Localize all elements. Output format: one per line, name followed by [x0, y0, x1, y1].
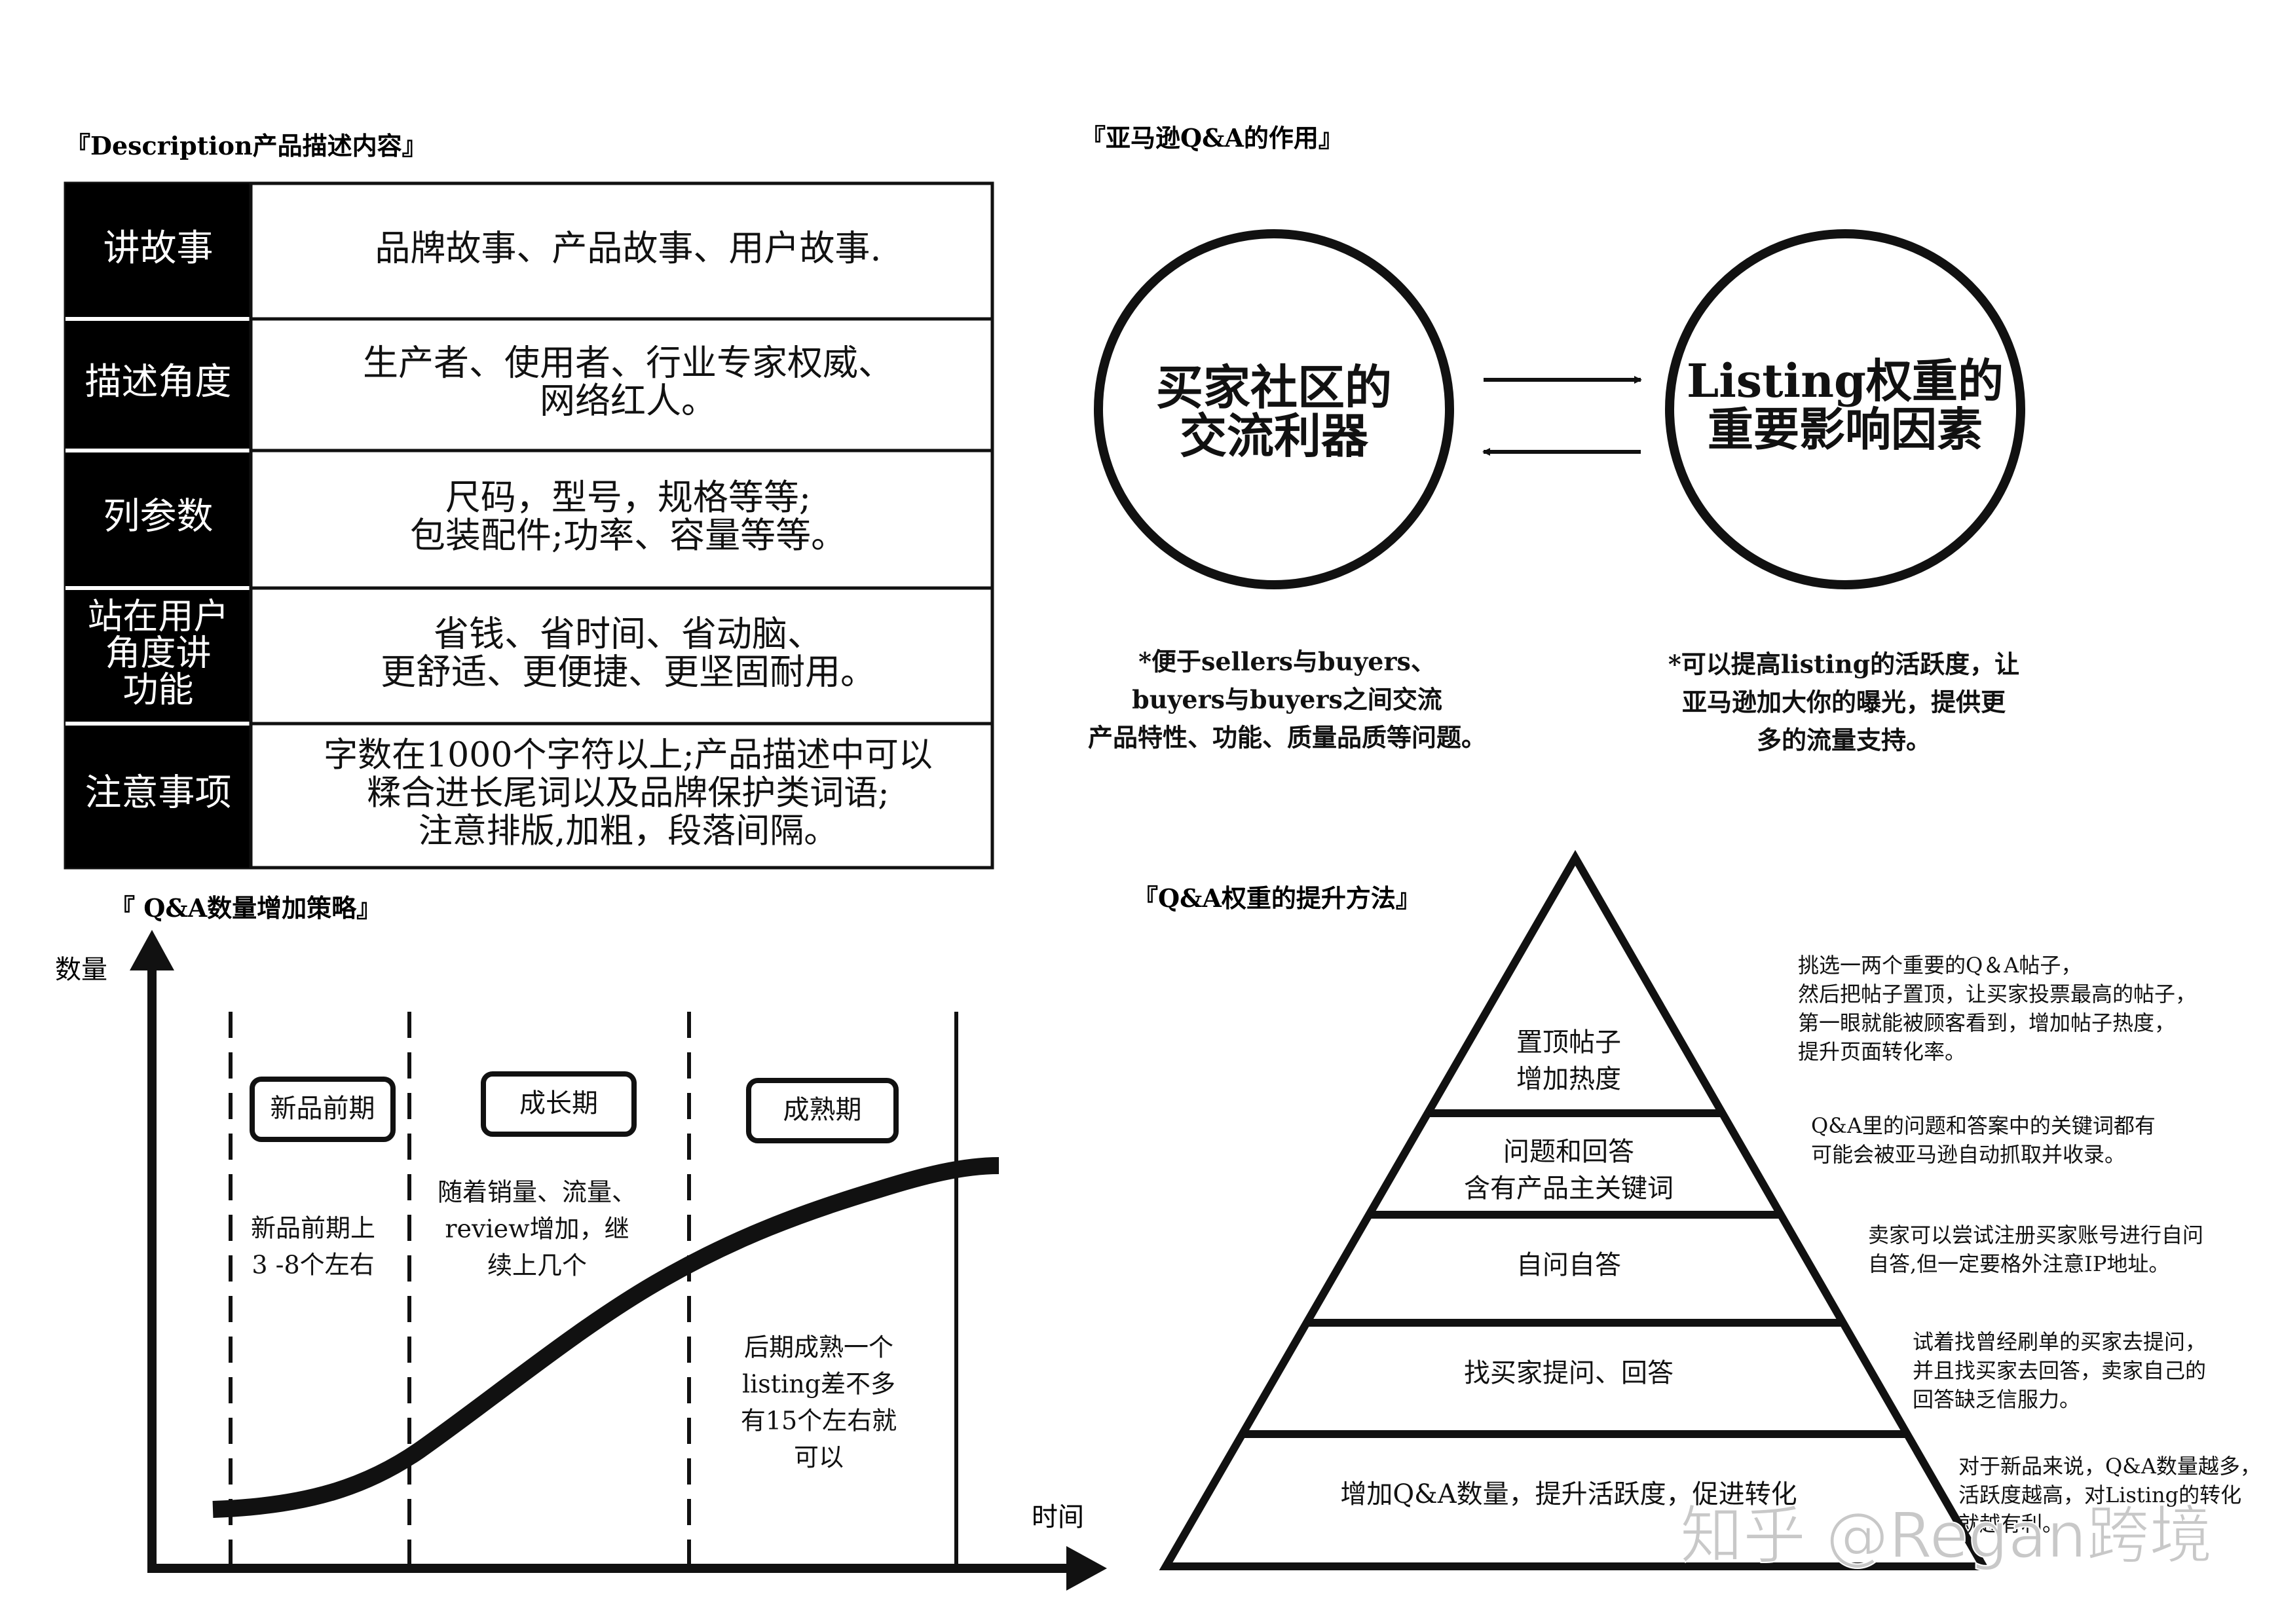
row-content: 品牌故事、产品故事、用户故事.: [375, 228, 881, 269]
pyramid-level-note: 第一眼就能被顾客看到，增加帖子热度，: [1798, 1010, 2175, 1035]
pyramid-level-note: Q&A里的问题和答案中的关键词都有: [1811, 1113, 2156, 1138]
left-note: buyers与buyers之间交流: [1132, 685, 1442, 714]
pyramid-level-label: 找买家提问、回答: [1464, 1358, 1674, 1388]
phase-description: 新品前期上: [251, 1214, 375, 1243]
row-label-cell: [65, 319, 251, 451]
phase-box: [250, 1077, 396, 1142]
phase-description: 续上几个: [487, 1251, 587, 1280]
phase-dividers: [229, 1012, 958, 1568]
row-label: 角度讲: [105, 633, 212, 674]
pyramid-level-note: 对于新品来说，Q&A数量越多，: [1958, 1454, 2261, 1479]
row-label: 描述角度: [85, 361, 232, 403]
pyramid-level-note: 回答缺乏信服力。: [1913, 1387, 2080, 1412]
left-note: 产品特性、功能、质量品质等问题。: [1088, 723, 1486, 752]
pyramid-level-label: 含有产品主关键词: [1464, 1173, 1674, 1204]
strategy-axes: [130, 930, 1107, 1591]
row-label: 讲故事: [103, 227, 214, 270]
row-content: 包装配件;功率、容量等等。: [410, 515, 846, 556]
phase-name: 成熟期: [783, 1095, 862, 1125]
row-content: 注意排版,加粗，段落间隔。: [419, 812, 838, 851]
pyramid-level: 增加Q&A数量，提升活跃度，促进转化 对于新品来说，Q&A数量越多， 活跃度越高，对…: [1340, 1454, 2260, 1536]
pyramid-level-note: 可能会被亚马逊自动抓取并收录。: [1811, 1142, 2125, 1167]
pyramid-level-label: 问题和回答: [1503, 1137, 1634, 1167]
pyramid-level-label: 增加Q&A数量，提升活跃度，促进转化: [1340, 1479, 1797, 1509]
row-label: 功能: [123, 669, 194, 710]
watermark: 知乎 @Regan跨境: [1680, 1499, 2213, 1572]
y-axis-arrowhead: [130, 930, 174, 970]
phase-description: 有15个左右就: [741, 1407, 897, 1435]
table-row: 列参数 尺码，型号，规格等等;包装配件;功率、容量等等。: [65, 451, 846, 588]
pyramid-level-note: 就越有利。: [1958, 1511, 2063, 1536]
row-label-cell: [65, 451, 251, 588]
qa-strategy-section-title: 『 Q&A数量增加策略』: [110, 893, 381, 923]
table-row: 讲故事 品牌故事、产品故事、用户故事.: [65, 183, 882, 319]
right-note: *可以提高listing的活跃度，让: [1668, 650, 2019, 679]
row-label: 站在用户: [88, 596, 229, 637]
row-content: 字数在1000个字符以上;产品描述中可以: [324, 736, 933, 775]
pyramid-level-note: 挑选一两个重要的Q＆A帖子，: [1798, 953, 2082, 978]
pyramid-level-note: 提升页面转化率。: [1798, 1039, 1966, 1064]
pyramid-level-note: 活跃度越高，对Listing的转化: [1958, 1483, 2241, 1507]
table-row: 描述角度 生产者、使用者、行业专家权威、网络红人。: [65, 319, 893, 451]
row-label-cell: [65, 588, 251, 724]
x-axis-label: 时间: [1032, 1502, 1084, 1532]
pyramid-level-note: 然后把帖子置顶，让买家投票最高的帖子，: [1798, 982, 2196, 1006]
qa-weight-section-title: 『Q&A权重的提升方法』: [1133, 883, 1421, 913]
pyramid-level-label: 置顶帖子: [1516, 1027, 1621, 1058]
row-content: 网络红人。: [540, 380, 717, 422]
phase-name: 新品前期: [271, 1094, 375, 1124]
buyer-community-circle: [1094, 229, 1454, 589]
row-label: 注意事项: [85, 772, 232, 815]
row-label: 列参数: [103, 496, 214, 538]
pyramid-level-label: 自问自答: [1516, 1250, 1621, 1280]
description-table: 讲故事 品牌故事、产品故事、用户故事. 描述角度 生产者、使用者、行业专家权威、网络红…: [64, 181, 994, 870]
x-axis-arrowhead: [1066, 1546, 1107, 1591]
pyramid-level: 找买家提问、回答 试着找曾经刷单的买家去提问， 并且找买家去回答，卖家自己的回答缺乏…: [1464, 1329, 2206, 1412]
growth-curve: [212, 1157, 1000, 1518]
row-label-cell: [65, 724, 251, 868]
row-content: 尺码，型号，规格等等;: [445, 477, 811, 518]
phase-description: 可以: [794, 1443, 844, 1472]
table-row: 注意事项 字数在1000个字符以上;产品描述中可以糅合进长尾词以及品牌保护类词语;…: [65, 724, 933, 868]
phase-description: 3 -8个左右: [252, 1251, 374, 1280]
left-note: *便于sellers与buyers、: [1138, 647, 1436, 676]
pyramid-level-note: 并且找买家去回答，卖家自己的: [1913, 1358, 2206, 1383]
y-axis-label: 数量: [55, 955, 107, 985]
phase-description: review增加，继: [445, 1215, 629, 1244]
qa-role-section-title: 『亚马逊Q&A的作用』: [1081, 123, 1343, 153]
pyramid-level-label: 增加热度: [1516, 1064, 1621, 1094]
phase-description: listing差不多: [742, 1370, 895, 1399]
right-circle-text: Listing权重的: [1687, 354, 2004, 408]
listing-weight-circle: [1665, 229, 2025, 589]
left-circle-text: 买家社区的: [1156, 360, 1392, 415]
phase-box: [746, 1078, 899, 1143]
phase-box: [481, 1071, 637, 1137]
pyramid-level-note: 自答,但一定要格外注意IP地址。: [1868, 1251, 2169, 1276]
row-content: 糅合进长尾词以及品牌保护类词语;: [367, 774, 889, 813]
right-circle-text: 重要影响因素: [1708, 402, 1983, 456]
phase-description: 随着销量、流量、: [438, 1178, 637, 1207]
row-content: 省钱、省时间、省动脑、: [434, 614, 823, 655]
pyramid-level-note: 试着找曾经刷单的买家去提问，: [1913, 1329, 2206, 1354]
right-note: 多的流量支持。: [1757, 726, 1931, 755]
phase-description: 后期成熟一个: [744, 1333, 893, 1362]
row-content: 生产者、使用者、行业专家权威、: [363, 342, 893, 384]
pyramid-level-note: 卖家可以尝试注册买家账号进行自问: [1868, 1223, 2203, 1247]
row-content: 更舒适、更便捷、更坚固耐用。: [381, 652, 876, 693]
phase-name: 成长期: [519, 1088, 598, 1118]
left-circle-text: 交流利器: [1180, 408, 1369, 464]
row-label-cell: [65, 183, 251, 319]
description-section-title: 『Description产品描述内容』: [65, 131, 427, 160]
right-note: 亚马逊加大你的曝光，提供更: [1682, 688, 2006, 717]
